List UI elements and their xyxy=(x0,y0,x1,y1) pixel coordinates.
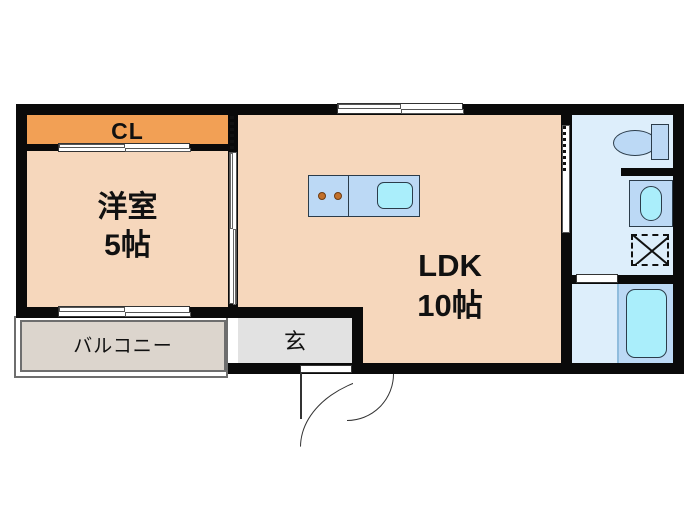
bathroom-door[interactable] xyxy=(576,274,618,283)
genkan-wall-right xyxy=(352,307,363,374)
gas-stove-burner-left xyxy=(318,192,326,200)
ldk-window-pane-left[interactable] xyxy=(338,104,401,109)
room-sliding-door[interactable] xyxy=(229,152,237,305)
genkan-wall-top xyxy=(228,307,363,318)
partition-wall-washroom-bath xyxy=(561,275,684,284)
ldk-label: LDK xyxy=(418,248,482,283)
washroom-door-dotted xyxy=(563,126,566,172)
bath-inner-divider xyxy=(617,284,619,363)
exterior-wall-right xyxy=(673,104,684,374)
western-room-floor xyxy=(27,150,228,307)
partition-dotted-segment xyxy=(230,116,234,152)
ldk-window[interactable] xyxy=(337,103,464,114)
closet-label: CL xyxy=(111,118,144,144)
exterior-wall-bottom-right xyxy=(228,363,684,374)
partition-wall-ldk-washroom xyxy=(561,104,572,374)
toilet xyxy=(613,130,657,156)
genkan-floor xyxy=(238,318,352,363)
ldk-size: 10帖 xyxy=(417,288,483,323)
gas-stove xyxy=(308,175,349,217)
exterior-wall-left xyxy=(16,104,27,318)
closet-sliding-door[interactable] xyxy=(58,143,191,152)
wash-basin xyxy=(640,186,662,221)
front-entrance-door-leaf[interactable] xyxy=(300,365,352,373)
front-entrance-door-hinge xyxy=(300,373,302,419)
toilet-partition-wall xyxy=(621,168,673,176)
balcony-sliding-door[interactable] xyxy=(58,306,191,317)
western-room-size: 5帖 xyxy=(104,229,151,262)
western-room-label: 洋室 xyxy=(97,191,158,224)
room-door-pane-lower[interactable] xyxy=(233,229,236,305)
balcony-floor xyxy=(22,322,224,370)
closet-door-pane-left[interactable] xyxy=(59,144,125,148)
balcony-door-pane-left[interactable] xyxy=(59,307,125,312)
toilet-tank xyxy=(651,124,669,160)
closet-floor xyxy=(27,115,228,144)
balcony-label: バルコニー xyxy=(73,336,173,357)
ldk-window-pane-right[interactable] xyxy=(401,109,464,114)
bathtub xyxy=(626,289,667,358)
room-door-pane-upper[interactable] xyxy=(230,153,233,229)
genkan-label: 玄 xyxy=(283,329,306,354)
washroom-door[interactable] xyxy=(562,125,570,233)
closet-door-pane-right[interactable] xyxy=(125,148,191,152)
balcony-door-pane-right[interactable] xyxy=(125,312,191,317)
gas-stove-burner-right xyxy=(334,192,342,200)
washing-machine-space xyxy=(631,234,669,266)
kitchen-sink xyxy=(377,182,413,209)
